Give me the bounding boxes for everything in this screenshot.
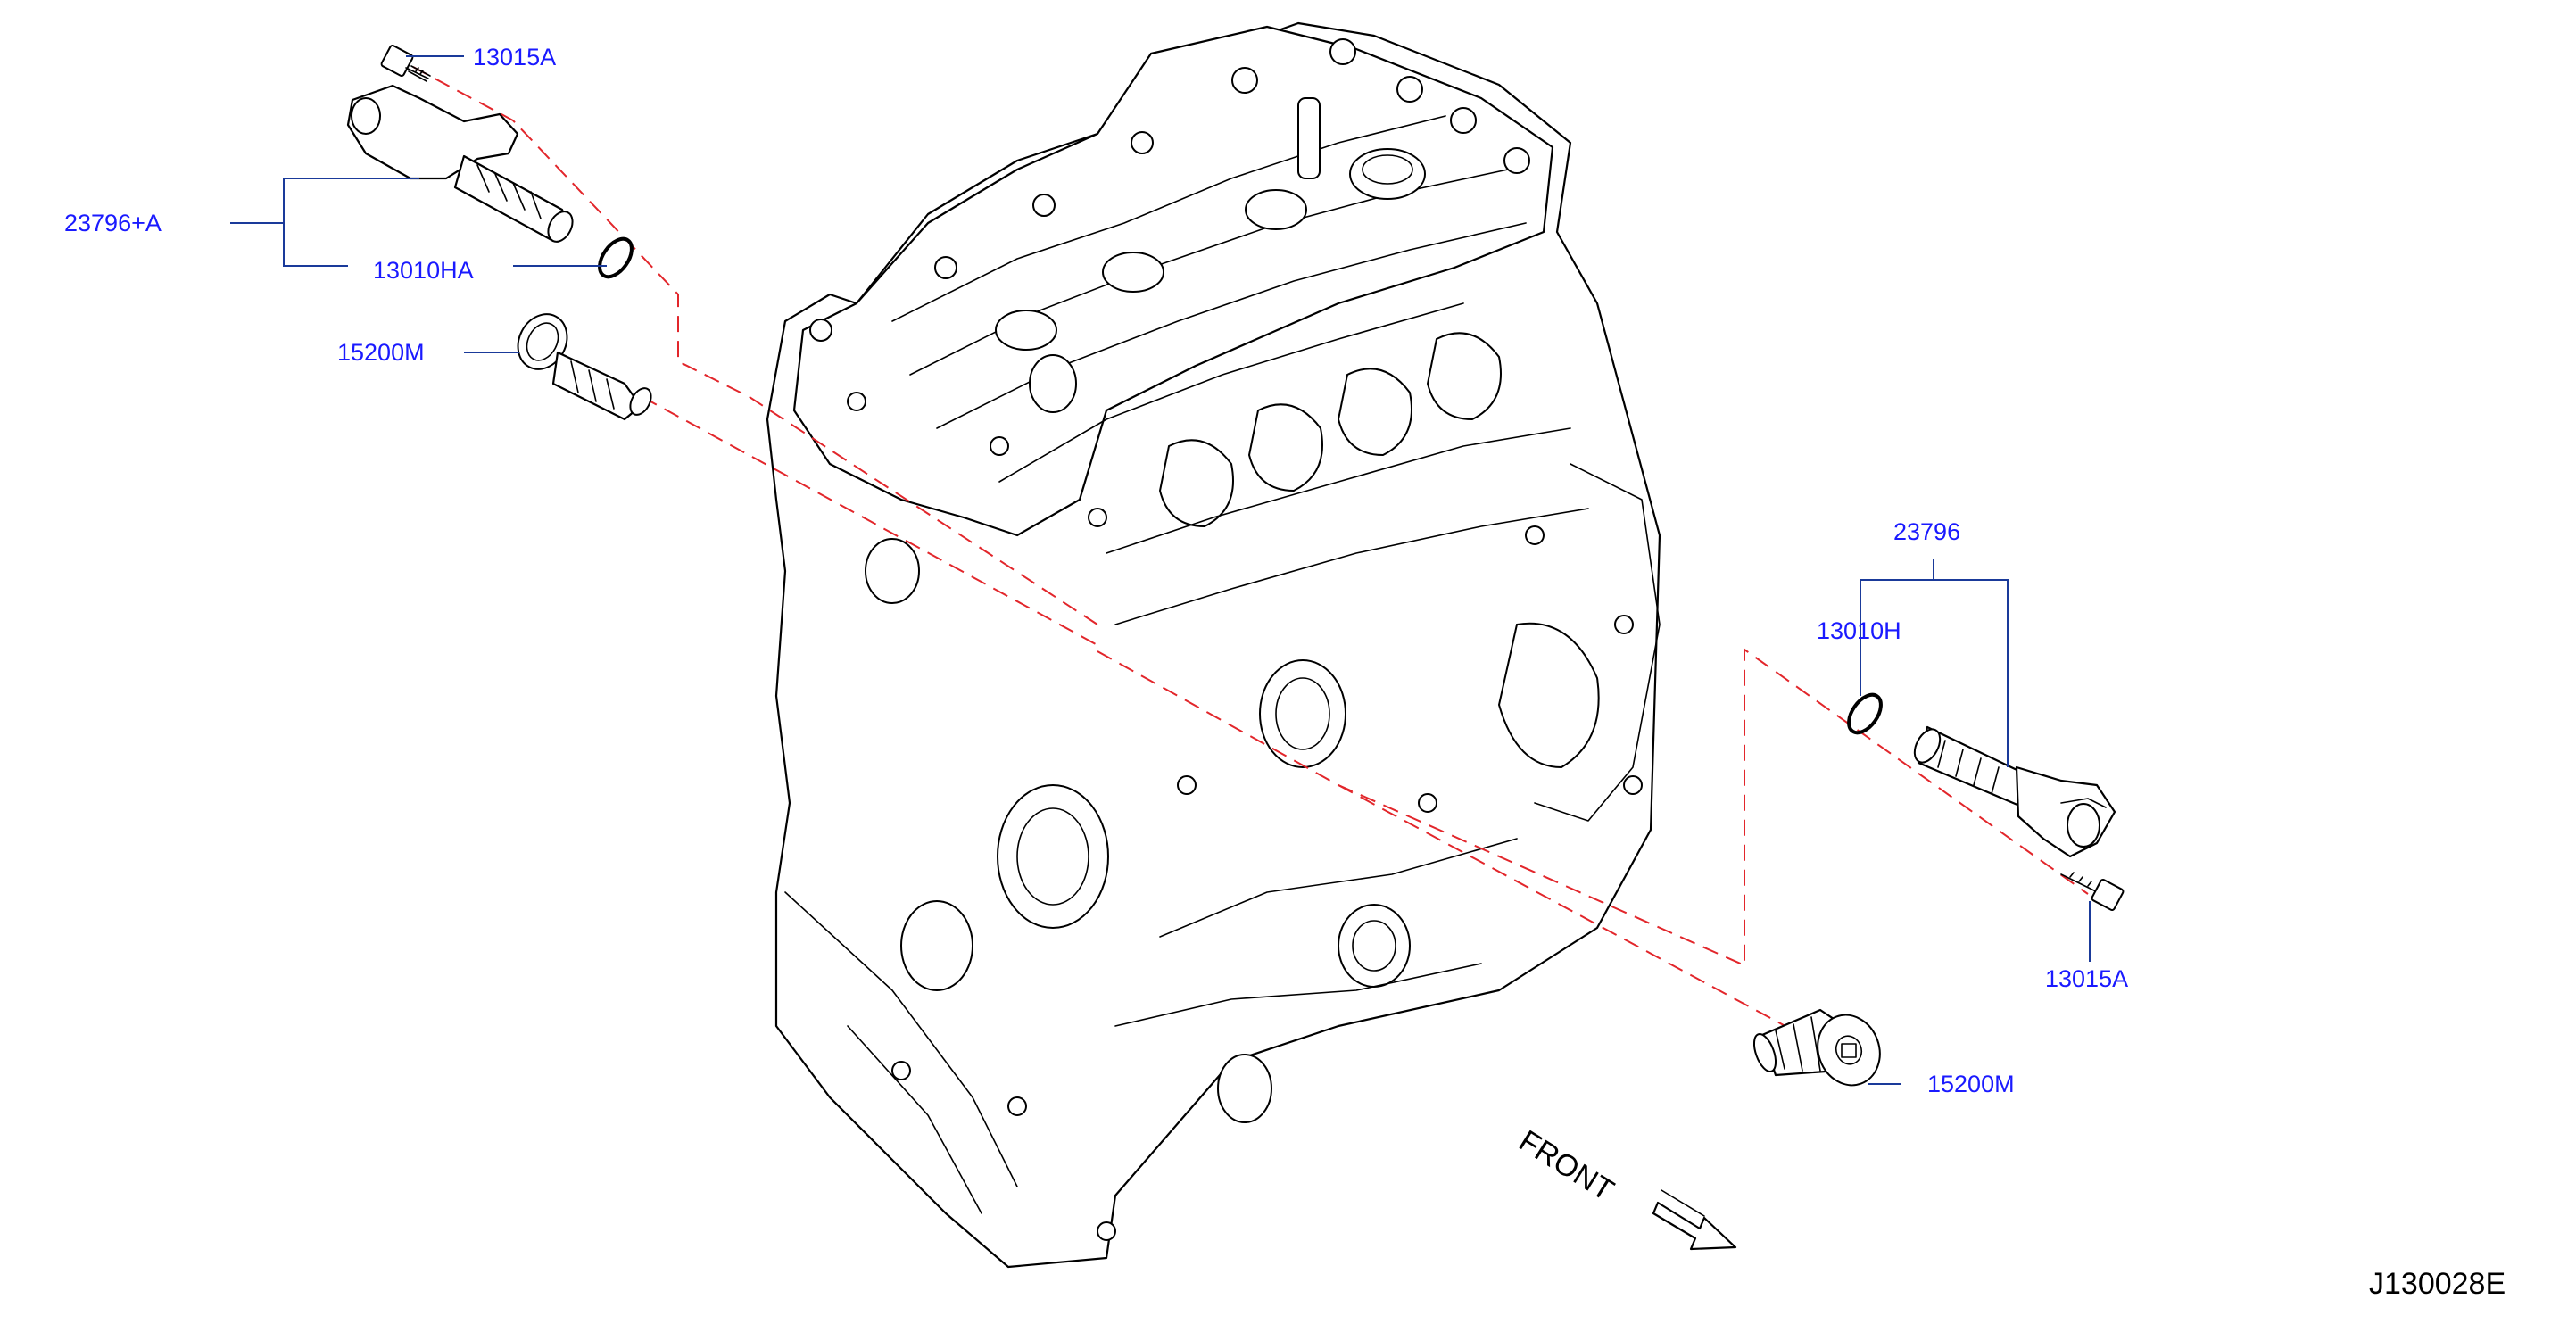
diagram-id: J130028E (2369, 1267, 2506, 1301)
bolt-left-icon (380, 45, 431, 82)
engine-block (766, 21, 1661, 1269)
callout-solenoid-left: 23796+A (64, 210, 162, 236)
leader-lines (230, 55, 2091, 1085)
reference-line-left-solenoid (412, 66, 1098, 625)
reference-line-left-filter (642, 396, 1097, 645)
front-indicator: FRONT (1513, 1124, 1737, 1251)
callout-filter-left: 15200M (337, 339, 425, 366)
bolt-right-icon (2060, 872, 2125, 911)
o-ring-right-icon (1847, 692, 1883, 735)
callout-oring-left: 13010HA (373, 257, 474, 284)
callout-bolt-right: 13015A (2045, 965, 2128, 992)
callout-filter-right: 15200M (1927, 1071, 2015, 1097)
oil-control-solenoid-right-icon (1913, 725, 2116, 858)
front-label: FRONT (1513, 1124, 1619, 1208)
o-ring-left-icon (598, 236, 634, 279)
reference-line-right-filter (1338, 784, 1794, 1031)
oil-filter-right-icon (1752, 1008, 1881, 1087)
front-arrow-icon (1652, 1189, 1737, 1251)
callout-solenoid-right: 23796 (1893, 518, 1960, 545)
callout-oring-right: 13010H (1817, 617, 1901, 644)
oil-control-solenoid-left-icon (346, 84, 574, 243)
oil-filter-left-icon (517, 313, 652, 421)
callout-bolt-left: 13015A (473, 44, 556, 70)
